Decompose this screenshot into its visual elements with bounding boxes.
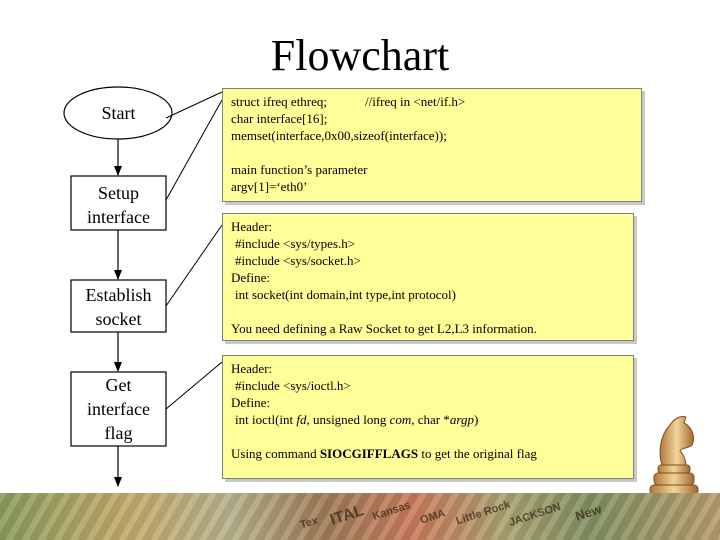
note3-using-prefix: Using command	[231, 446, 320, 461]
note2-line-6: You need defining a Raw Socket to get L2…	[231, 321, 537, 336]
note3-ioctl-mid: , unsigned long	[306, 412, 390, 427]
note3-line-5: Using command SIOCGIFFLAGS to get the or…	[231, 445, 625, 462]
note2-line-4: Define:	[231, 270, 270, 285]
note3-line-1: Header:	[231, 361, 273, 376]
note3-ioctl-end: )	[473, 412, 479, 427]
setup-label-line-2: interface	[87, 207, 150, 227]
socket-label-line-2: socket	[95, 309, 142, 329]
start-label-line: Start	[101, 103, 136, 123]
note1-spacer	[231, 144, 633, 161]
socket-node-label: Establish socket	[71, 283, 166, 331]
flag-label-line-2: interface	[87, 399, 150, 419]
callout-connector-1	[165, 99, 223, 201]
map-footer-strip: ITAL Kansas OMA Little Rock JACKSON New …	[0, 493, 720, 540]
note1-line-1: struct ifreq ethreq; //ifreq in <net/if.h…	[231, 93, 633, 110]
start-node-label: Start	[71, 101, 166, 125]
note3-param-com: com	[389, 412, 412, 427]
setup-node-label: Setup interface	[71, 181, 166, 229]
note1-code: struct ifreq ethreq;	[231, 94, 328, 109]
flag-node-label: Get interface flag	[71, 373, 166, 445]
note3-command: SIOCGIFFLAGS	[319, 446, 419, 461]
note2-line-1: Header:	[231, 219, 273, 234]
flag-label-line-1: Get	[105, 375, 132, 395]
note1-line-5: argv[1]=‘eth0’	[231, 179, 308, 194]
note-setup-interface: struct ifreq ethreq; //ifreq in <net/if.h…	[222, 88, 642, 202]
note3-param-fd: fd	[296, 412, 307, 427]
note2-spacer	[231, 303, 625, 320]
note-establish-socket: Header: #include <sys/types.h> #include …	[222, 213, 634, 341]
note3-ioctl-prefix: int ioctl(int	[235, 412, 297, 427]
flag-label-line-3: flag	[104, 423, 133, 443]
note3-param-argp: argp	[449, 412, 474, 427]
map-texture	[0, 493, 720, 540]
note1-comment: //ifreq in <net/if.h>	[365, 94, 466, 109]
chess-knight-icon	[649, 416, 699, 496]
callout-connector-4	[165, 91, 223, 119]
note2-line-3: #include <sys/socket.h>	[235, 253, 361, 268]
note3-line-3: Define:	[231, 395, 270, 410]
note2-line-5: int socket(int domain,int type,int proto…	[235, 287, 456, 302]
socket-label-line-1: Establish	[85, 285, 152, 305]
note1-line-4: main function’s parameter	[231, 162, 368, 177]
note2-line-2: #include <sys/types.h>	[235, 236, 356, 251]
note3-line-2: #include <sys/ioctl.h>	[235, 378, 351, 393]
callout-connector-2	[165, 224, 223, 307]
note3-spacer	[231, 428, 625, 445]
note3-line-4: int ioctl(int fd, unsigned long com, cha…	[231, 411, 625, 428]
note3-ioctl-mid2: , char *	[411, 412, 450, 427]
note-get-interface-flag: Header: #include <sys/ioctl.h> Define: i…	[222, 355, 634, 479]
note1-line-2: char interface[16];	[231, 111, 328, 126]
note1-line-3: memset(interface,0x00,sizeof(interface))…	[231, 128, 447, 143]
setup-label-line-1: Setup	[97, 183, 139, 203]
callout-connector-3	[165, 361, 223, 410]
page-title: Flowchart	[270, 31, 450, 80]
note3-using-suffix: to get the original flag	[418, 446, 537, 461]
